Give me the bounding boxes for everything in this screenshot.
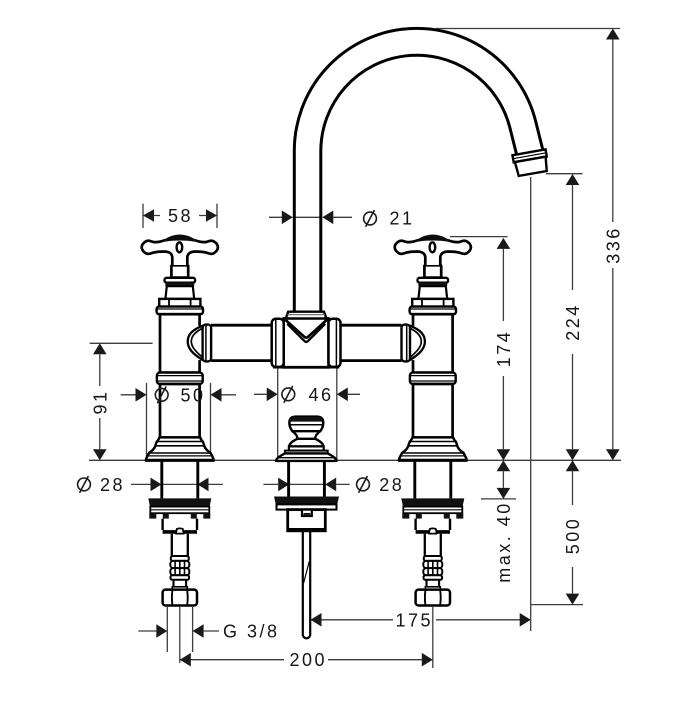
svg-text:G 3/8: G 3/8: [223, 622, 280, 642]
svg-text:174: 174: [494, 330, 514, 368]
svg-text:336: 336: [603, 226, 623, 264]
svg-text:200: 200: [290, 650, 328, 670]
svg-text:28: 28: [379, 475, 404, 495]
svg-text:58: 58: [168, 206, 193, 226]
svg-text:46: 46: [309, 385, 334, 405]
svg-text:224: 224: [563, 303, 583, 341]
svg-text:28: 28: [100, 475, 125, 495]
svg-text:500: 500: [563, 517, 583, 555]
svg-text:max. 40: max. 40: [494, 501, 514, 583]
svg-text:91: 91: [90, 389, 110, 414]
svg-text:50: 50: [181, 386, 206, 406]
svg-text:175: 175: [396, 611, 434, 631]
svg-text:21: 21: [390, 208, 415, 228]
